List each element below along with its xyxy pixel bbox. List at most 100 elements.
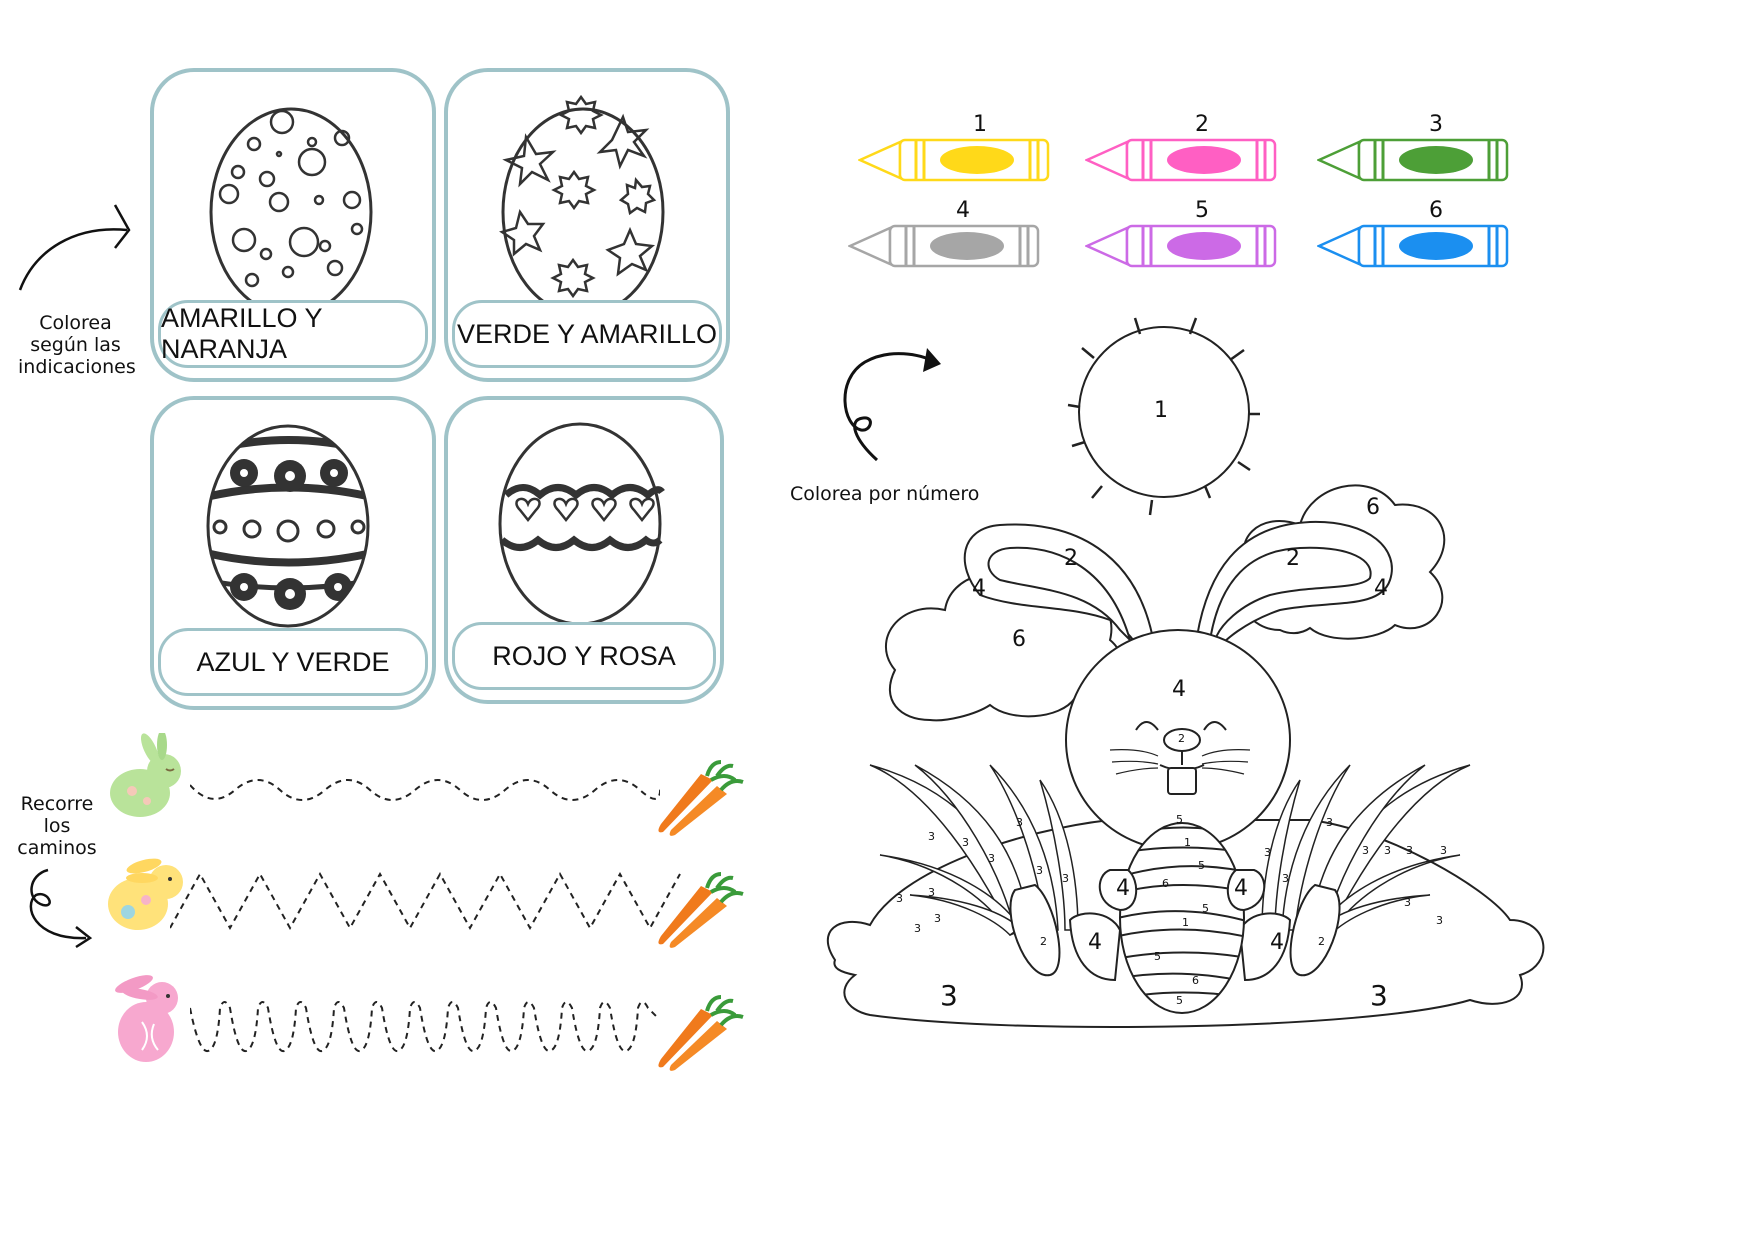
crayon-number: 3 xyxy=(1429,112,1443,137)
grass-number: 3 xyxy=(1406,844,1413,857)
body-left xyxy=(1068,912,1122,982)
grass-number: 3 xyxy=(988,852,995,865)
ear-right-outer-number: 4 xyxy=(1374,576,1388,601)
color-by-number-instruction: Colorea por número xyxy=(790,483,980,505)
grass-number: 3 xyxy=(928,830,935,843)
nose-number: 2 xyxy=(1178,732,1185,745)
bunny-teeth xyxy=(1167,767,1197,795)
foot-right xyxy=(1289,883,1341,977)
trace-path-gentle-wave[interactable] xyxy=(190,770,660,810)
sun xyxy=(1067,317,1260,516)
paw-right xyxy=(1226,869,1266,912)
crayon-number: 2 xyxy=(1195,112,1209,137)
bunny-icon xyxy=(108,858,183,930)
crayon-2: 2 xyxy=(1085,110,1280,185)
egg-card-3: AZUL Y VERDE xyxy=(150,396,436,710)
grass-number: 3 xyxy=(1282,872,1289,885)
egg-band-number: 5 xyxy=(1176,813,1183,826)
egg-band-number: 5 xyxy=(1176,994,1183,1007)
carrot-icon xyxy=(658,872,744,948)
crayon-number: 4 xyxy=(956,198,970,223)
bunny-icon xyxy=(115,975,178,1062)
crayon-icon xyxy=(1317,138,1509,182)
curved-arrow-icon xyxy=(18,204,131,291)
foot-left xyxy=(1009,883,1061,977)
egg-card-1: AMARILLO Y NARANJA xyxy=(150,68,436,382)
flower-band-egg-icon xyxy=(206,424,370,628)
grass-number: 3 xyxy=(1036,864,1043,877)
grass-number: 3 xyxy=(1326,816,1333,829)
crayon-number: 5 xyxy=(1195,198,1209,223)
grass-number: 3 xyxy=(1062,872,1069,885)
trace-paths-instruction: Recorre los caminos xyxy=(17,793,97,859)
star-egg-icon xyxy=(499,94,665,312)
eye-right xyxy=(1203,721,1227,731)
crayon-number: 6 xyxy=(1429,198,1443,223)
sun-number: 1 xyxy=(1154,398,1168,423)
foot-right-number: 4 xyxy=(1270,930,1284,955)
egg-card-4: ROJO Y ROSA xyxy=(444,396,724,704)
grass-number: 3 xyxy=(896,892,903,905)
crayon-3: 3 xyxy=(1317,110,1512,185)
grass-number: 3 xyxy=(1362,844,1369,857)
grass-number: 3 xyxy=(1436,914,1443,927)
sole-left-number: 2 xyxy=(1040,935,1047,948)
carrot-icon xyxy=(658,995,744,1071)
dotted-egg-icon xyxy=(209,107,373,312)
ground-right-number: 3 xyxy=(1370,979,1388,1012)
ear-right-inner-number: 2 xyxy=(1286,546,1300,571)
crayon-number: 1 xyxy=(973,112,987,137)
crayon-icon xyxy=(1085,224,1277,268)
body-right xyxy=(1238,912,1292,982)
egg-band-number: 5 xyxy=(1202,902,1209,915)
crayon-4: 4 xyxy=(848,198,1043,273)
egg-card-2: VERDE Y AMARILLO xyxy=(444,68,730,382)
color-by-directions-instruction: Colorea según las indicaciones xyxy=(18,312,136,378)
grass-number: 3 xyxy=(934,912,941,925)
cloud-left-number: 6 xyxy=(1012,627,1026,652)
crayon-icon xyxy=(1085,138,1277,182)
ear-left-outer-number: 4 xyxy=(972,576,986,601)
crayon-key: 1 2 3 4 xyxy=(840,110,1540,280)
egg-band-number: 1 xyxy=(1184,836,1191,849)
grass-number: 3 xyxy=(962,836,969,849)
eye-left xyxy=(1135,721,1159,731)
egg-card-label: VERDE Y AMARILLO xyxy=(452,300,722,368)
paw-right-number: 4 xyxy=(1234,876,1248,901)
grass-number: 3 xyxy=(1404,896,1411,909)
paw-left xyxy=(1098,869,1138,912)
egg-band-number: 6 xyxy=(1162,877,1169,890)
heart-band-egg-icon xyxy=(498,422,665,626)
egg-band-number: 1 xyxy=(1182,916,1189,929)
grass-number: 3 xyxy=(1264,846,1271,859)
crayon-icon xyxy=(858,138,1050,182)
grass-number: 3 xyxy=(1016,816,1023,829)
crayon-6: 6 xyxy=(1317,198,1512,273)
grass-number: 3 xyxy=(928,886,935,899)
curly-arrow-icon xyxy=(29,868,93,949)
trace-path-zigzag[interactable] xyxy=(170,866,690,938)
crayon-5: 5 xyxy=(1085,198,1280,273)
crayon-1: 1 xyxy=(858,110,1053,185)
ear-left-inner-number: 2 xyxy=(1064,546,1078,571)
coloring-scene xyxy=(827,317,1545,1028)
egg-card-label: ROJO Y ROSA xyxy=(452,622,716,690)
egg-card-label: AMARILLO Y NARANJA xyxy=(158,300,428,368)
loop-arrow-icon xyxy=(843,348,941,462)
egg-card-label: AZUL Y VERDE xyxy=(158,628,428,696)
egg-band-number: 6 xyxy=(1192,974,1199,987)
grass-number: 3 xyxy=(914,922,921,935)
crayon-icon xyxy=(1317,224,1509,268)
bunny-icon xyxy=(110,733,181,817)
trace-path-loop[interactable] xyxy=(190,998,660,1060)
grass-number: 3 xyxy=(1440,844,1447,857)
whiskers xyxy=(1109,749,1251,775)
grass-number: 3 xyxy=(1384,844,1391,857)
cloud-right-number: 6 xyxy=(1366,495,1380,520)
sole-right-number: 2 xyxy=(1318,935,1325,948)
ear-right-inner xyxy=(1208,546,1372,641)
head-number: 4 xyxy=(1172,677,1186,702)
ear-left-inner xyxy=(987,546,1133,644)
egg-band-number: 5 xyxy=(1154,950,1161,963)
crayon-icon xyxy=(848,224,1040,268)
